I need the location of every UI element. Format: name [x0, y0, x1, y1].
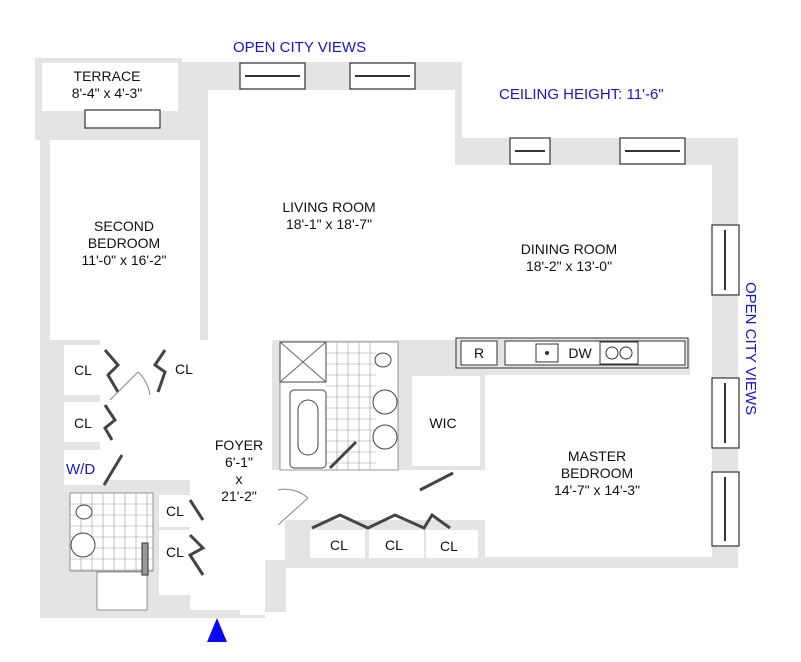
living-room-size: 18'-1" x 18'-7" — [286, 216, 372, 232]
master-bathroom — [279, 341, 399, 471]
toilet-icon — [374, 352, 392, 368]
dishwasher-label: DW — [568, 345, 592, 361]
dining-room-size: 18'-2" x 13'-0" — [526, 258, 612, 274]
windows — [84, 62, 740, 547]
second-bedroom-room — [50, 140, 200, 340]
closet-6 — [310, 530, 365, 558]
fridge-label: R — [474, 345, 484, 361]
living-room-name: LIVING ROOM — [282, 199, 375, 215]
views-right-label: OPEN CITY VIEWS — [742, 282, 759, 415]
sink-icon — [372, 389, 398, 415]
toilet-icon — [75, 504, 93, 520]
sink-icon — [70, 532, 96, 558]
closet-label: CL — [330, 537, 348, 553]
closet-1 — [64, 345, 102, 395]
closet-5 — [159, 530, 197, 595]
wic-label: WIC — [429, 415, 456, 431]
closet-8 — [426, 530, 478, 558]
closet-label: CL — [166, 503, 184, 519]
wic-room — [412, 376, 480, 466]
master-bedroom-size: 14'-7" x 14'-3" — [554, 482, 640, 498]
entry-arrow-icon — [207, 618, 227, 642]
closet-label: CL — [175, 361, 193, 377]
living-dining-area — [172, 90, 712, 615]
kitchen-counter: R DW — [455, 337, 689, 369]
closet-label: CL — [166, 544, 184, 560]
second-bedroom-size: 11'-0" x 16'-2" — [81, 252, 166, 268]
closet-label: CL — [385, 537, 403, 553]
master-bedroom-room — [485, 375, 712, 557]
terrace-door — [84, 109, 161, 129]
views-top-label: OPEN CITY VIEWS — [233, 39, 366, 56]
second-bedroom-name-2: BEDROOM — [88, 235, 160, 251]
doors — [102, 349, 454, 576]
closet-2 — [167, 345, 200, 395]
master-bedroom-name-1: MASTER — [568, 448, 626, 464]
dining-room-name: DINING ROOM — [521, 241, 617, 257]
terrace-size: 8'-4" x 4'-3" — [72, 85, 143, 101]
closet-7 — [369, 530, 424, 558]
ceiling-height-label: CEILING HEIGHT: 11'-6" — [499, 86, 664, 103]
foyer-size-1: 6'-1" — [225, 454, 253, 470]
sink-icon — [372, 424, 398, 450]
wd-closet — [64, 450, 104, 485]
second-bathroom — [69, 492, 154, 611]
master-bedroom-name-2: BEDROOM — [561, 465, 633, 481]
dining-lower — [690, 338, 712, 375]
closet-label: CL — [440, 538, 458, 554]
refrigerator — [460, 340, 498, 366]
wd-label: W/D — [66, 461, 95, 478]
closet-3 — [64, 402, 102, 442]
foyer-x: x — [236, 471, 243, 487]
terrace-name: TERRACE — [74, 68, 141, 84]
second-bedroom-name-1: SECOND — [94, 218, 154, 234]
terrace-room — [42, 63, 178, 111]
closet-label: CL — [74, 415, 92, 431]
foyer-size-2: 21'-2" — [221, 488, 257, 504]
closet-label: CL — [74, 362, 92, 378]
foyer-name: FOYER — [215, 437, 263, 453]
